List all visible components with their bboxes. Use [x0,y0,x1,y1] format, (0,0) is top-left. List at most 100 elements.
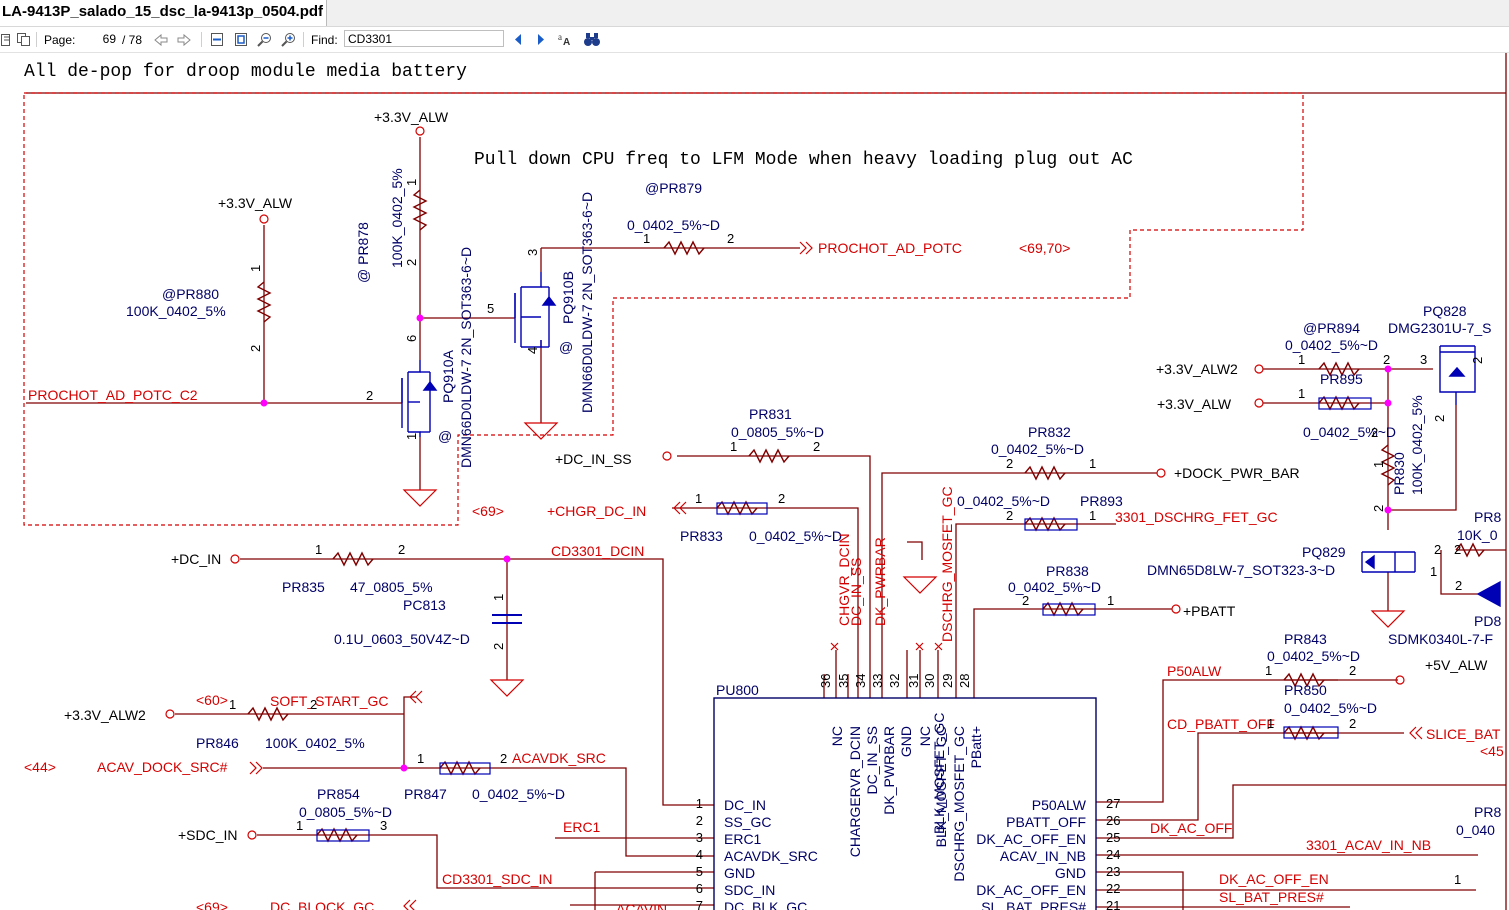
schematic-label: SDMK0340L-7-F [1388,631,1493,647]
ground-layer [402,422,1406,697]
schematic-label: CD3301_SDC_IN [442,871,553,887]
schematic-label: <69> [472,503,504,519]
pin-number: 5 [487,301,494,316]
ic-pin-number: 28 [957,674,972,688]
ic-pin-label: DSCHRG_MOSFET_GC [951,726,967,882]
zoom-out-icon[interactable] [256,31,274,48]
schematic-label: 0_0402_5%~D [1008,579,1101,595]
schematic-label: PR8 [1474,509,1501,525]
resistor-pr835 [332,551,374,567]
ic-pin-label: SL_BAT_PRES# [981,899,1086,910]
ic-pin-number: 27 [1106,796,1120,811]
ic-pin-number: 3 [696,830,703,845]
schematic-label: <44> [24,759,56,775]
resistor-pr895 [1318,395,1360,411]
schematic-label: ERC1 [563,819,601,835]
mosfet-pq910a [401,360,438,437]
pin-number: 6 [404,335,419,342]
separator [201,32,202,47]
zoom-in-icon[interactable] [280,31,298,48]
next-page-icon[interactable] [175,31,193,48]
resistor-pr831 [748,448,790,464]
pin-number: 2 [727,231,734,246]
pin-number: 1 [1267,716,1274,731]
fit-width-icon[interactable] [208,31,226,48]
binoculars-icon[interactable] [582,31,602,48]
pdf-toolbar: Page: / 78 Find: aA [0,27,1509,53]
page-number-input[interactable] [79,30,119,47]
resistor-pr894 [1318,361,1360,377]
schematic-label: +5V_ALW [1425,657,1488,673]
schematic-label: 0_0402_5%~D [1284,700,1377,716]
svg-text:a: a [558,32,562,42]
pin-number: 1 [1107,593,1114,608]
pin-number: 2 [248,345,263,352]
page-label: Page: [44,33,76,47]
schematic-label: P50ALW [1167,663,1222,679]
ic-pin-label: PBATT_OFF [1006,814,1086,830]
schematic-label: DMN66D0LDW-7 2N_SOT363-6~D [579,192,595,413]
schematic-label: @PR894 [1303,320,1360,336]
find-input[interactable] [344,30,504,47]
resistor-pr879 [663,240,705,256]
schematic-label: PC813 [403,597,446,613]
previous-page-icon[interactable] [152,31,170,48]
pin-number: 2 [1434,542,1441,557]
separator [303,32,304,47]
mosfet-pq828 [1439,345,1476,405]
ic-pin-label: ACAV_IN_NB [1000,848,1086,864]
schematic-label: PR843 [1284,631,1327,647]
schematic-label: @PR879 [645,180,702,196]
schematic-label: PR854 [317,786,360,802]
ic-pin-number: 2 [696,813,703,828]
schematic-label: 0_0402_5%~D [1267,648,1360,664]
schematic-label: 10K_0 [1457,527,1498,543]
schematic-label: +CHGR_DC_IN [547,503,646,519]
schematic-label: BLK_MOSFET_GC [931,713,947,834]
schematic-label: <69> [196,899,228,910]
ic-pin-label: DK_AC_OFF_EN [976,831,1086,847]
schematic-label: SLICE_BAT [1426,726,1501,742]
resistor-body-layer [316,397,1372,842]
schematic-label: +DC_IN [171,551,221,567]
schematic-label: +DOCK_PWR_BAR [1174,465,1300,481]
schematic-label: 0_0805_5%~D [731,424,824,440]
resistor-pr847 [439,760,481,776]
ic-pin-number: 36 [818,674,833,688]
schematic-label: PROCHOT_AD_POTC [818,240,962,256]
pin-number: 2 [310,697,317,712]
schematic-label: CD_PBATT_OFF [1167,716,1275,732]
pin-number: 2 [1454,542,1461,557]
find-previous-icon[interactable] [510,31,526,48]
resistor-pr838 [1042,601,1084,617]
schematic-label: PR838 [1046,563,1089,579]
schematic-label: PR835 [282,579,325,595]
ic-pin-label: DC_IN_SS [864,726,880,794]
schematic-label: PR8 [1474,804,1501,820]
ic-pin-label: NC [917,726,933,746]
diode-pd8 [1476,580,1501,608]
copy-icon[interactable] [15,31,31,48]
schematic-label: 3301_DSCHRG_FET_GC [1115,509,1278,525]
schematic-label: 0.1U_0603_50V4Z~D [334,631,470,647]
schematic-label: 0_0402_5%~D [749,528,842,544]
ic-pin-label: CHARGERVR_DCIN [847,726,863,857]
pin-number: 1 [229,697,236,712]
find-next-icon[interactable] [533,31,549,48]
svg-text:A: A [563,37,570,47]
schematic-label: PR895 [1320,371,1363,387]
sidebar-toggle-icon[interactable] [0,31,12,48]
ic-pin-label: GND [724,865,755,881]
schematic-label: 0_0402_5%~D [627,217,720,233]
ic-pin-label: GND [1055,865,1086,881]
ic-pin-label: PBatt+ [968,726,984,768]
schematic-label: PQ910A [440,349,456,403]
pin-number: 1 [404,433,419,440]
pin-number: 1 [730,439,737,454]
fit-page-icon[interactable] [232,31,250,48]
text-layer: All de-pop for droop module media batter… [24,62,1504,910]
pin-number: 1 [296,818,303,833]
pin-number: 1 [1454,872,1461,887]
resistor-pr893 [1024,516,1066,532]
